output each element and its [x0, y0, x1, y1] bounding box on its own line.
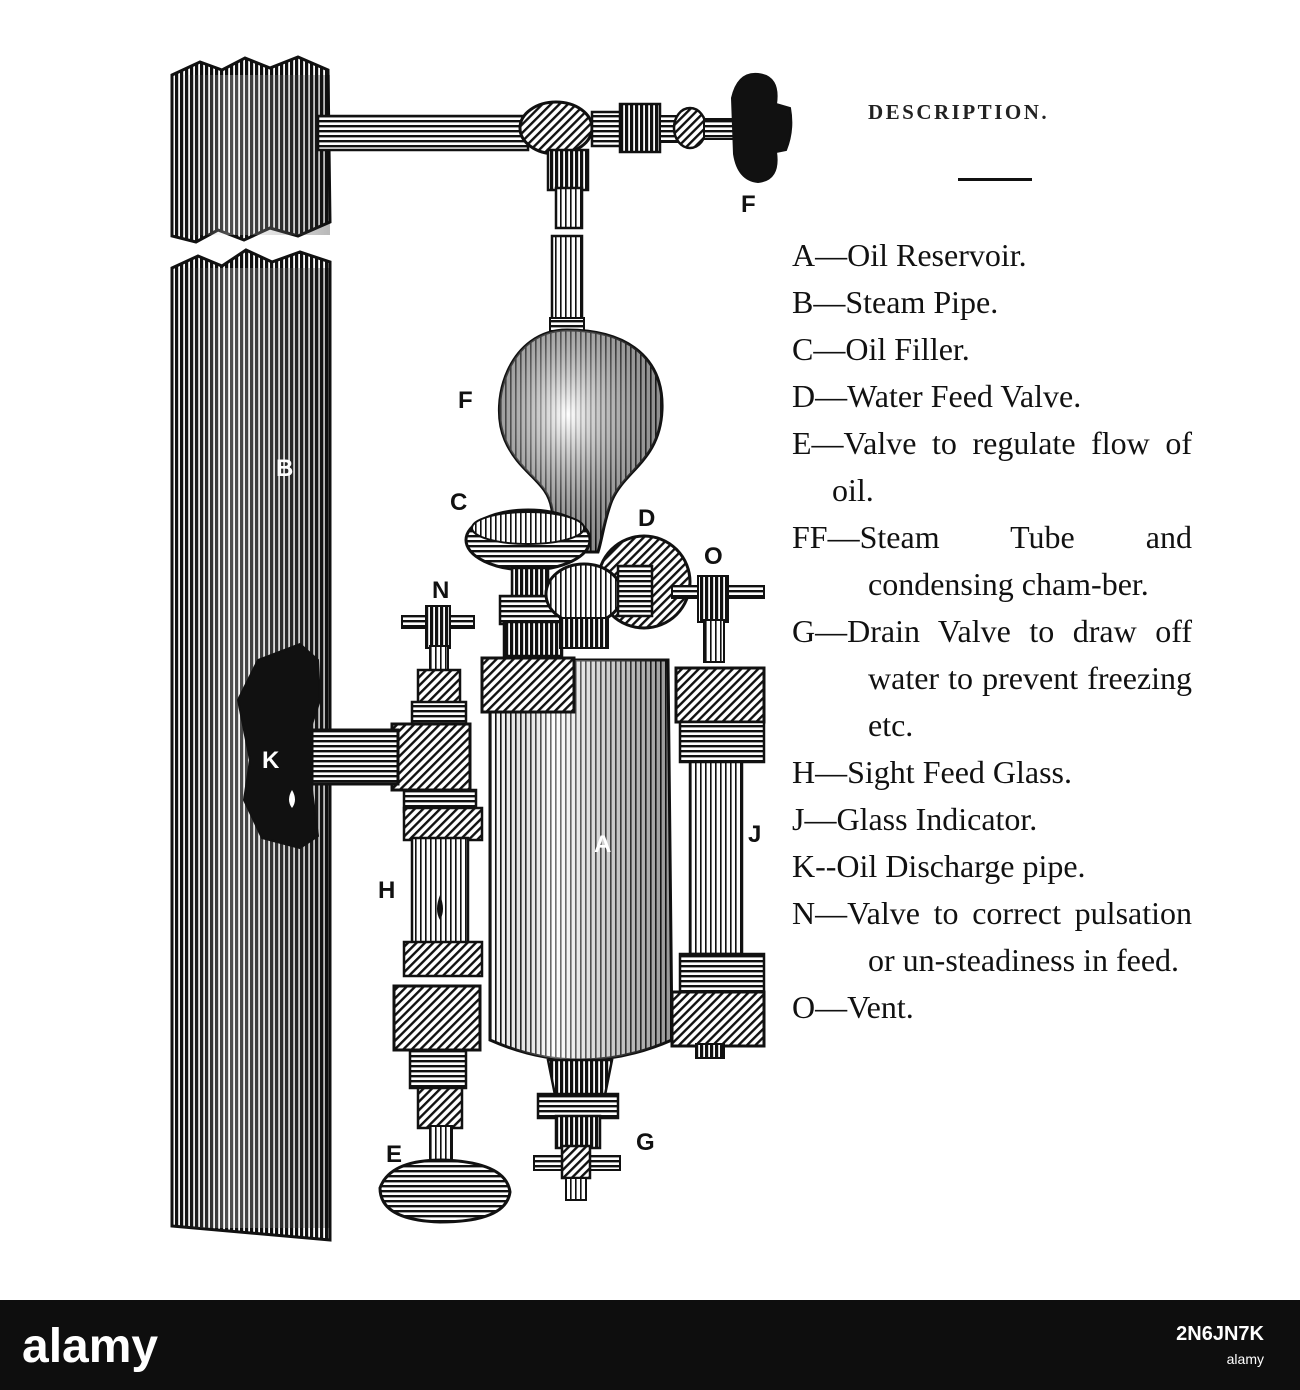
label-f-top: F: [741, 191, 756, 218]
heading-rule: [958, 178, 1032, 181]
legend-dash: --: [815, 848, 837, 884]
label-g: G: [636, 1129, 655, 1156]
drain-valve: [533, 1058, 621, 1201]
water-feed-valve: [544, 534, 692, 649]
steam-pipe-upper: [170, 55, 332, 244]
label-b: B: [276, 455, 293, 482]
legend-key: C: [792, 331, 814, 367]
legend-entry-e: E—Valve to regulate flow of oil.: [792, 420, 1192, 514]
legend-text: Steam Pipe.: [845, 284, 999, 320]
legend-key: H: [792, 754, 816, 790]
legend-text: Oil Discharge pipe.: [836, 848, 1086, 884]
legend-text: Glass Indicator.: [836, 801, 1038, 837]
legend-dash: —: [815, 378, 848, 414]
lubricator-illustration: F F B C D N O K A H J E G: [170, 55, 793, 1242]
description-heading: DESCRIPTION.: [868, 100, 1050, 124]
label-j: J: [748, 821, 761, 848]
legend-entry-a: A—Oil Reservoir.: [792, 232, 1192, 279]
legend-dash: —: [811, 425, 844, 461]
legend-text: Drain Valve to draw off water to prevent…: [847, 613, 1192, 743]
legend-entry-ff: FF—Steam Tube and condensing cham-ber.: [792, 514, 1192, 608]
label-k: K: [262, 747, 280, 774]
legend-text: Steam Tube and condensing cham-ber.: [859, 519, 1192, 602]
legend-key: K: [792, 848, 816, 884]
label-o: O: [704, 543, 723, 570]
legend-entry-c: C—Oil Filler.: [792, 326, 1192, 373]
legend-entry-n: N—Valve to correct pulsation or un-stead…: [792, 890, 1192, 984]
legend-key: FF: [792, 519, 828, 555]
legend-key: O: [792, 989, 816, 1025]
alamy-logo-text: alamy: [22, 1320, 158, 1373]
legend-text: Water Feed Valve.: [847, 378, 1082, 414]
label-a: A: [594, 831, 611, 858]
legend-entry-d: D—Water Feed Valve.: [792, 373, 1192, 420]
legend-key: G: [792, 613, 816, 649]
label-d: D: [638, 505, 655, 532]
legend-entry-h: H—Sight Feed Glass.: [792, 749, 1192, 796]
legend-dash: —: [815, 754, 848, 790]
alamy-logo: alamy: [22, 1320, 158, 1373]
legend-key: E: [792, 425, 812, 461]
legend-entry-b: B—Steam Pipe.: [792, 279, 1192, 326]
label-n: N: [432, 577, 449, 604]
legend-entry-o: O—Vent.: [792, 984, 1192, 1031]
legend-dash: —: [815, 613, 848, 649]
legend-dash: —: [815, 895, 848, 931]
legend-key: N: [792, 895, 816, 931]
svg-text:alamy: alamy: [1227, 1351, 1264, 1367]
alamy-wordmark-small: alamy: [1227, 1351, 1264, 1367]
legend-key: J: [792, 801, 805, 837]
legend-dash: —: [804, 801, 837, 837]
legend-text: Oil Filler.: [845, 331, 970, 367]
legend-dash: —: [813, 284, 846, 320]
description-legend: A—Oil Reservoir. B—Steam Pipe. C—Oil Fil…: [792, 232, 1192, 1031]
steam-tube: [549, 234, 585, 333]
glass-indicator-column: [670, 575, 766, 1059]
legend-dash: —: [815, 237, 848, 273]
legend-text: Sight Feed Glass.: [847, 754, 1072, 790]
legend-entry-g: G—Drain Valve to draw off water to preve…: [792, 608, 1192, 749]
label-f: F: [458, 387, 473, 414]
label-e: E: [386, 1141, 402, 1168]
legend-dash: —: [827, 519, 860, 555]
legend-entry-k: K--Oil Discharge pipe.: [792, 843, 1192, 890]
legend-text: Oil Reservoir.: [847, 237, 1027, 273]
legend-key: B: [792, 284, 814, 320]
oil-reservoir: [480, 656, 674, 1062]
steam-connection-pipe: [316, 72, 793, 230]
legend-dash: —: [815, 989, 848, 1025]
legend-text: Valve to correct pulsation or un-steadin…: [847, 895, 1192, 978]
image-id-block: 2N6JN7K alamy: [1176, 1323, 1264, 1367]
label-h: H: [378, 877, 395, 904]
image-id-text: 2N6JN7K: [1176, 1323, 1264, 1345]
legend-text: Valve to regulate flow of oil.: [832, 425, 1192, 508]
legend-text: Vent.: [847, 989, 914, 1025]
legend-dash: —: [813, 331, 846, 367]
label-c: C: [450, 489, 467, 516]
stock-footer-bar: [0, 1300, 1300, 1390]
legend-key: D: [792, 378, 816, 414]
oil-discharge-pipe: [236, 642, 400, 850]
legend-entry-j: J—Glass Indicator.: [792, 796, 1192, 843]
legend-key: A: [792, 237, 816, 273]
sight-feed-column: [378, 605, 512, 1224]
